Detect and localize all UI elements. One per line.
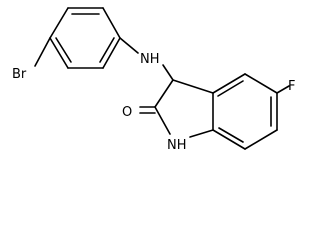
bond-c-nh bbox=[119, 37, 139, 54]
bond-ring2-2 bbox=[244, 73, 278, 94]
fluorine-label: F bbox=[288, 79, 295, 94]
chemical-structure: Br NH F O NH bbox=[12, 7, 296, 153]
oxygen-label: O bbox=[122, 105, 132, 120]
bond-n1-c7a bbox=[189, 129, 214, 138]
bond-ring2-5 bbox=[212, 129, 246, 150]
bond-c-br bbox=[34, 37, 51, 67]
double-bond-ring1-c bbox=[55, 37, 72, 63]
bond-c2-n1 bbox=[154, 106, 171, 135]
bond-ring2-4 bbox=[244, 129, 278, 150]
ring-nh-label: NH bbox=[167, 138, 187, 153]
bond-ring2-1 bbox=[212, 73, 246, 94]
bond-nh-c3 bbox=[162, 64, 174, 81]
benzene-ring bbox=[212, 73, 278, 150]
amine-nh-label: NH bbox=[140, 52, 160, 67]
bond-c3a-c3 bbox=[172, 79, 214, 94]
molecule-drawing: Br NH F O NH bbox=[12, 7, 295, 153]
bond-ring1-6 bbox=[49, 7, 69, 39]
bromine-label: Br bbox=[12, 67, 27, 82]
bond-ring1-2 bbox=[102, 7, 121, 39]
double-bond-ring2-a bbox=[217, 80, 244, 97]
double-bond-ring2-c bbox=[218, 127, 244, 143]
bond-ring1-5 bbox=[49, 37, 69, 69]
double-bond-ring1-b bbox=[99, 37, 115, 63]
bond-c3-c2 bbox=[154, 79, 174, 108]
bromophenyl-ring bbox=[49, 7, 121, 69]
bond-c-f bbox=[276, 85, 290, 94]
bond-ring1-3 bbox=[102, 37, 121, 69]
lactam-ring bbox=[154, 79, 214, 138]
